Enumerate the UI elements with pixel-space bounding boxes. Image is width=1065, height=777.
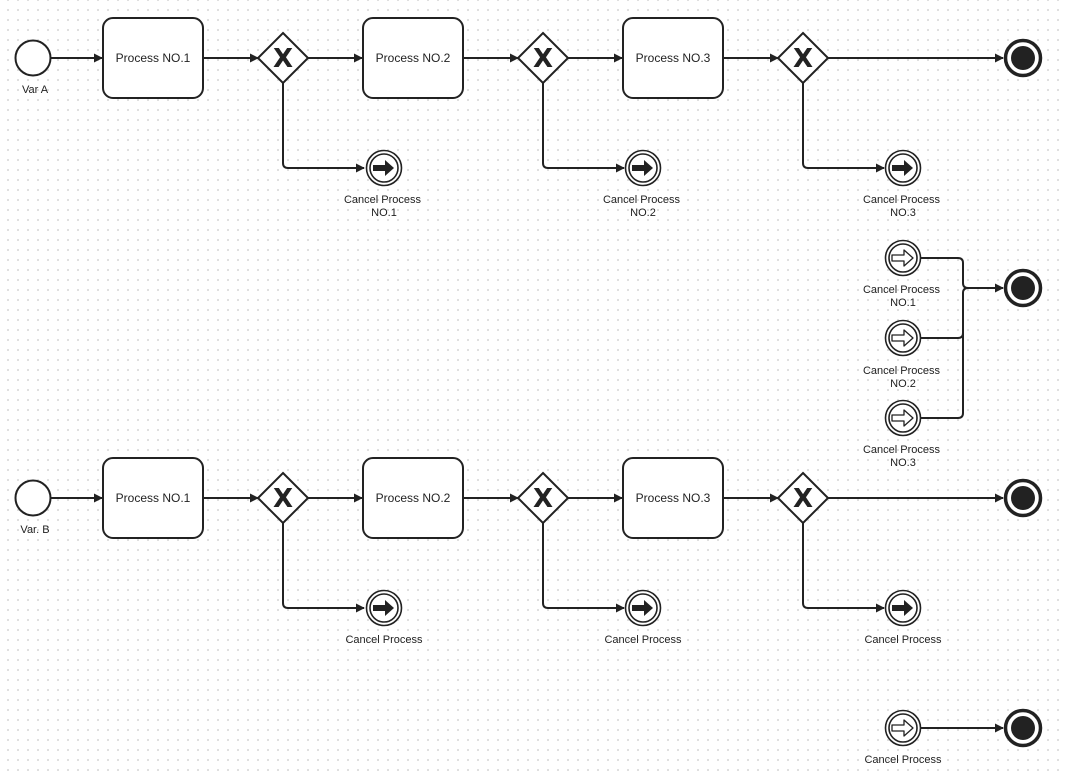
task-process-3[interactable]: Process NO.3 [622, 457, 724, 539]
end-event-bold-circle-icon[interactable] [1003, 38, 1043, 78]
task-label: Process NO.1 [116, 491, 191, 505]
catch-group: Cancel Process NO.1 Cancel Process NO.2 … [863, 239, 1043, 469]
signal-throw-arrow-icon[interactable] [884, 589, 922, 627]
end-event-bold-circle-icon[interactable] [1003, 268, 1043, 308]
lane-b: Var. B Process NO.1 Process NO.2 Process… [14, 457, 1043, 646]
start-event-label: Var A [22, 84, 49, 96]
signal-throw-arrow-icon[interactable] [624, 589, 662, 627]
signal-catch-arrow-icon[interactable] [884, 319, 922, 357]
lane-a: Var A Process NO.1 Process NO.2 Process … [14, 17, 1043, 219]
task-process-1[interactable]: Process NO.1 [102, 457, 204, 539]
cancel-event-label: Cancel Process [864, 634, 942, 646]
exclusive-gateway-x-icon[interactable]: X [256, 471, 310, 525]
exclusive-gateway-x-icon[interactable]: X [776, 31, 830, 85]
flow-edge [282, 523, 365, 613]
end-event-bold-circle-icon[interactable] [1003, 708, 1043, 748]
task-process-2[interactable]: Process NO.2 [362, 17, 464, 99]
start-event-circle-icon[interactable] [14, 39, 52, 77]
catch-event-label: Cancel Process NO.2 [863, 365, 943, 390]
gateway-glyph: X [273, 44, 293, 74]
task-label: Process NO.1 [116, 51, 191, 65]
signal-throw-arrow-icon[interactable] [365, 589, 403, 627]
signal-throw-arrow-icon[interactable] [884, 149, 922, 187]
exclusive-gateway-x-icon[interactable]: X [516, 471, 570, 525]
signal-throw-arrow-icon[interactable] [365, 149, 403, 187]
cancel-event-label: Cancel Process NO.1 [344, 194, 424, 219]
start-event-label: Var. B [20, 524, 49, 536]
signal-throw-arrow-icon[interactable] [624, 149, 662, 187]
gateway-glyph: X [273, 484, 293, 514]
task-process-2[interactable]: Process NO.2 [362, 457, 464, 539]
catch-event-label: Cancel Process NO.3 [863, 444, 943, 469]
task-label: Process NO.2 [376, 491, 451, 505]
gateway-glyph: X [533, 44, 553, 74]
single-catch: Cancel Process [864, 708, 1043, 766]
exclusive-gateway-x-icon[interactable]: X [776, 471, 830, 525]
flow-edge [282, 83, 365, 173]
signal-catch-arrow-icon[interactable] [884, 239, 922, 277]
task-process-1[interactable]: Process NO.1 [102, 17, 204, 99]
task-label: Process NO.2 [376, 51, 451, 65]
end-event-bold-circle-icon[interactable] [1003, 478, 1043, 518]
exclusive-gateway-x-icon[interactable]: X [516, 31, 570, 85]
cancel-event-label: Cancel Process [604, 634, 682, 646]
signal-catch-arrow-icon[interactable] [884, 709, 922, 747]
flow-edge [802, 523, 885, 613]
gateway-glyph: X [533, 484, 553, 514]
cancel-event-label: Cancel Process NO.3 [863, 194, 943, 219]
exclusive-gateway-x-icon[interactable]: X [256, 31, 310, 85]
gateway-glyph: X [793, 44, 813, 74]
cancel-event-label: Cancel Process NO.2 [603, 194, 683, 219]
gateway-glyph: X [793, 484, 813, 514]
task-process-3[interactable]: Process NO.3 [622, 17, 724, 99]
flow-edge [542, 83, 625, 173]
flow-edge [802, 83, 885, 173]
signal-catch-arrow-icon[interactable] [884, 399, 922, 437]
cancel-event-label: Cancel Process [345, 634, 423, 646]
task-label: Process NO.3 [636, 51, 711, 65]
catch-event-label: Cancel Process [864, 754, 942, 766]
start-event-circle-icon[interactable] [14, 479, 52, 517]
flow-edge [921, 293, 964, 419]
catch-event-label: Cancel Process NO.1 [863, 284, 943, 309]
task-label: Process NO.3 [636, 491, 711, 505]
flow-edge [542, 523, 625, 613]
